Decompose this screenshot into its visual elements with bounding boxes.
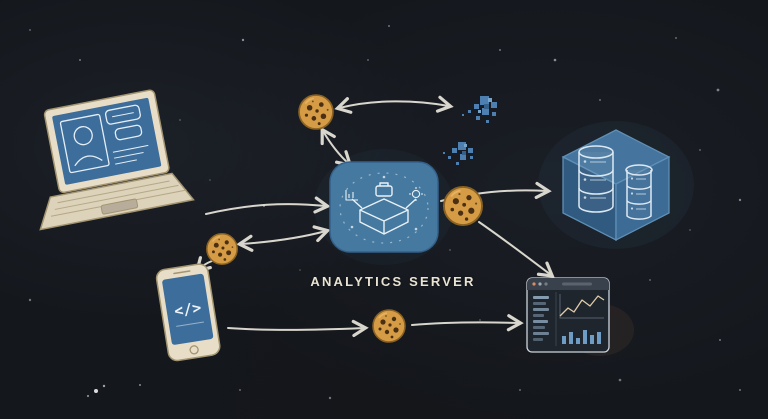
smartphone-icon: </> [155, 263, 221, 362]
cookie-icon [443, 186, 483, 226]
data-fragments-icon [443, 142, 473, 165]
arrow-phone-to-cookie [227, 319, 369, 338]
cookie-icon [372, 309, 406, 343]
arrow-cookie-to-dashboard [411, 314, 524, 332]
cookie-icon [298, 94, 334, 130]
dashboard-icon [526, 277, 634, 356]
arrow-laptop-to-server [205, 196, 331, 215]
code-icon: </> [173, 298, 203, 320]
arrow-cookie-server-left [236, 225, 331, 252]
laptop-icon [39, 89, 195, 231]
analytics-server-icon [329, 161, 439, 253]
data-fragments-icon [462, 96, 497, 123]
analytics-server-label: ANALYTICS SERVER [310, 274, 476, 289]
arrow-cookie-server [320, 126, 353, 168]
database-icon [561, 129, 671, 242]
arrow-cookie-fragments [334, 95, 454, 114]
cookie-icon [206, 233, 238, 265]
background-speckles [28, 25, 742, 400]
arrow-server-to-dashboard [478, 221, 555, 278]
